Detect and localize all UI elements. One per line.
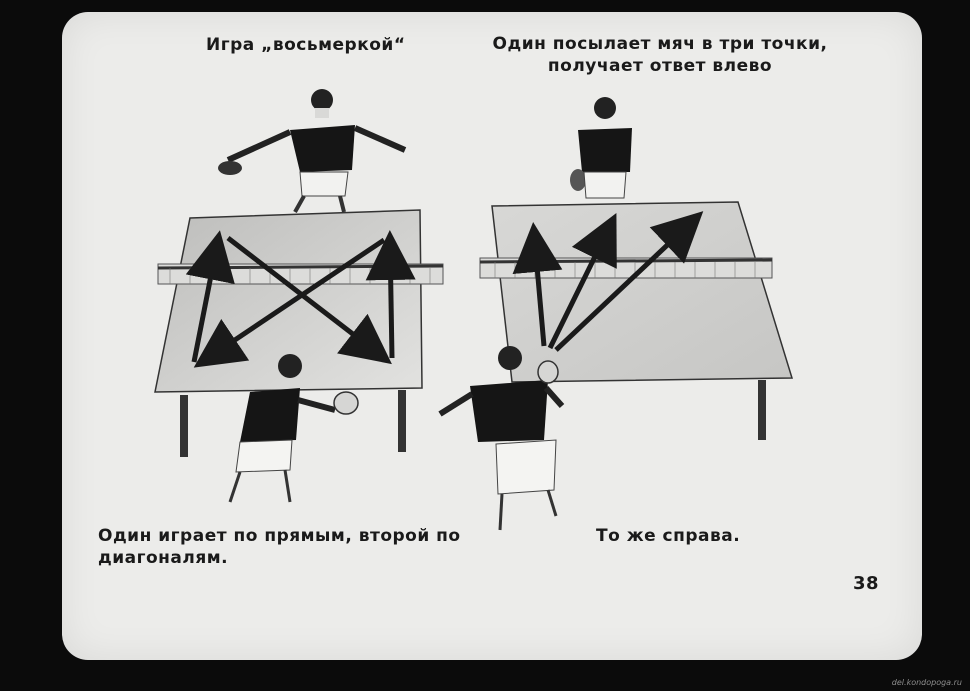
left-near-player xyxy=(228,354,359,503)
right-near-player xyxy=(438,346,565,531)
left-caption: Один играет по прямым, второй по диагона… xyxy=(98,526,461,568)
left-title: Игра „восьмеркой“ xyxy=(206,35,406,55)
right-title-line-1: Один посылает мяч в три точки, xyxy=(492,34,828,54)
right-far-player xyxy=(570,97,632,199)
watermark: del.kondopoga.ru xyxy=(891,678,962,687)
page-number: 38 xyxy=(853,573,880,594)
right-scene xyxy=(438,97,794,531)
right-title: Один посылает мяч в три точки, получает … xyxy=(490,33,830,77)
left-far-player xyxy=(218,89,407,213)
left-scene xyxy=(154,89,444,503)
right-title-line-2: получает ответ влево xyxy=(547,56,773,76)
right-caption: То же справа. xyxy=(596,526,741,546)
